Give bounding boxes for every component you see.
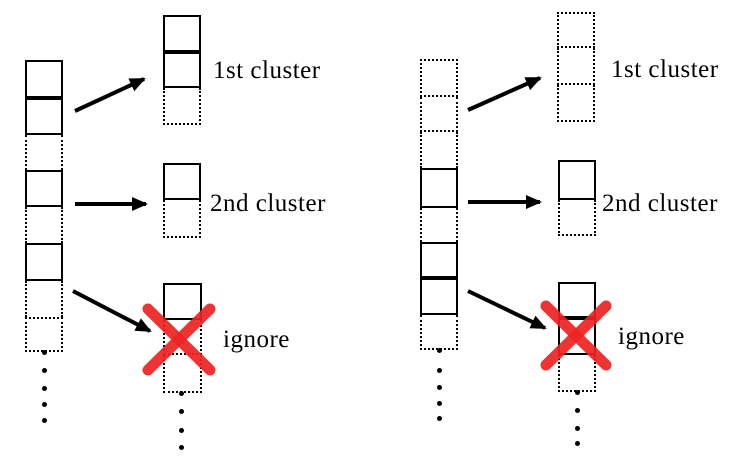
right-diagram-source-column-cell-3: [420, 132, 458, 168]
left-diagram-source-ellipsis-dot-4: [41, 401, 47, 407]
left-diagram-arrow-to-first-cluster: [74, 77, 146, 113]
right-diagram-ignore-ellipsis-dot-2: [574, 407, 580, 413]
left-diagram-second-cluster-stack-cell-2: [163, 200, 201, 238]
left-diagram-ignore-ellipsis-dot-1: [178, 390, 184, 396]
right-diagram-ignore-ellipsis-dot-1: [574, 389, 580, 395]
right-diagram-ignore-stack-cell-2: [558, 318, 596, 355]
left-diagram-second-cluster-stack-cell-1: [163, 163, 201, 200]
left-diagram-source-column-cell-4: [25, 170, 63, 207]
left-diagram-ignore-stack-cell-1: [163, 283, 202, 320]
left-diagram-ignore-ellipsis-dot-2: [178, 408, 184, 414]
left-diagram-ignore-stack-cell-2: [163, 320, 202, 355]
left-diagram-ignore-ellipsis-dot-4: [178, 444, 184, 450]
left-diagram-first-cluster-stack-cell-1: [163, 15, 201, 52]
left-diagram-source-column-cell-7: [25, 281, 63, 317]
right-diagram-source-ellipsis-dot-5: [436, 415, 442, 421]
right-diagram-ignore-ellipsis-dot-3: [574, 425, 580, 431]
left-diagram-ignore-ellipsis-dot-3: [178, 427, 184, 433]
left-diagram-second-cluster-label: 2nd cluster: [210, 190, 326, 217]
left-diagram-source-ellipsis-dot-5: [41, 417, 47, 423]
right-diagram-source-column-cell-5: [420, 208, 458, 242]
left-diagram-first-cluster-label: 1st cluster: [213, 57, 321, 84]
left-diagram-source-column-cell-6: [25, 243, 63, 281]
right-diagram-source-column-cell-4: [420, 168, 458, 208]
left-diagram-first-cluster-stack-cell-3: [163, 88, 201, 125]
right-diagram-source-ellipsis-dot-4: [436, 400, 442, 406]
left-diagram-source-column-cell-5: [25, 207, 63, 243]
left-diagram-source-column-cell-2: [25, 98, 63, 135]
right-diagram-source-ellipsis-dot-1: [436, 347, 442, 353]
left-diagram-source-ellipsis-dot-2: [41, 367, 47, 373]
left-diagram-source-ellipsis-dot-1: [41, 349, 47, 355]
right-diagram-second-cluster-stack-cell-2: [558, 200, 596, 236]
right-diagram-ignore-stack-cell-1: [558, 282, 596, 318]
left-diagram-first-cluster-stack-cell-2: [163, 52, 201, 88]
left-diagram-source-column-cell-1: [25, 60, 63, 98]
right-diagram-arrow-to-ignored: [467, 289, 547, 330]
left-diagram-ignore-stack-cell-3: [163, 355, 202, 393]
cross-group: [142, 300, 612, 376]
right-diagram-source-ellipsis-dot-3: [436, 384, 442, 390]
right-diagram-first-cluster-label: 1st cluster: [611, 56, 719, 83]
left-diagram-source-ellipsis-dot-3: [41, 385, 47, 391]
right-diagram-second-cluster-label: 2nd cluster: [602, 190, 718, 217]
right-diagram-second-cluster-stack-cell-1: [558, 160, 596, 200]
right-diagram-first-cluster-stack-cell-2: [557, 48, 595, 85]
right-diagram-first-cluster-stack-cell-3: [557, 85, 595, 122]
right-diagram-source-column-cell-6: [420, 242, 458, 278]
right-diagram-source-ellipsis-dot-2: [436, 367, 442, 373]
left-diagram-arrow-to-ignored: [72, 289, 152, 333]
left-diagram-source-column-cell-8: [25, 317, 63, 352]
right-diagram-ignore-stack-cell-3: [558, 355, 596, 392]
left-diagram-ignore-label: ignore: [223, 326, 290, 353]
right-diagram-source-column-cell-2: [420, 97, 458, 132]
right-diagram-source-column-cell-7: [420, 278, 458, 315]
right-diagram-arrow-to-first-cluster: [467, 76, 542, 112]
right-diagram-source-column-cell-1: [420, 59, 458, 97]
right-diagram-ignore-label: ignore: [618, 323, 685, 350]
right-diagram-source-column-cell-8: [420, 315, 458, 350]
left-diagram-source-column-cell-3: [25, 135, 63, 170]
right-diagram-first-cluster-stack-cell-1: [557, 12, 595, 48]
right-diagram-ignore-ellipsis-dot-4: [574, 440, 580, 446]
